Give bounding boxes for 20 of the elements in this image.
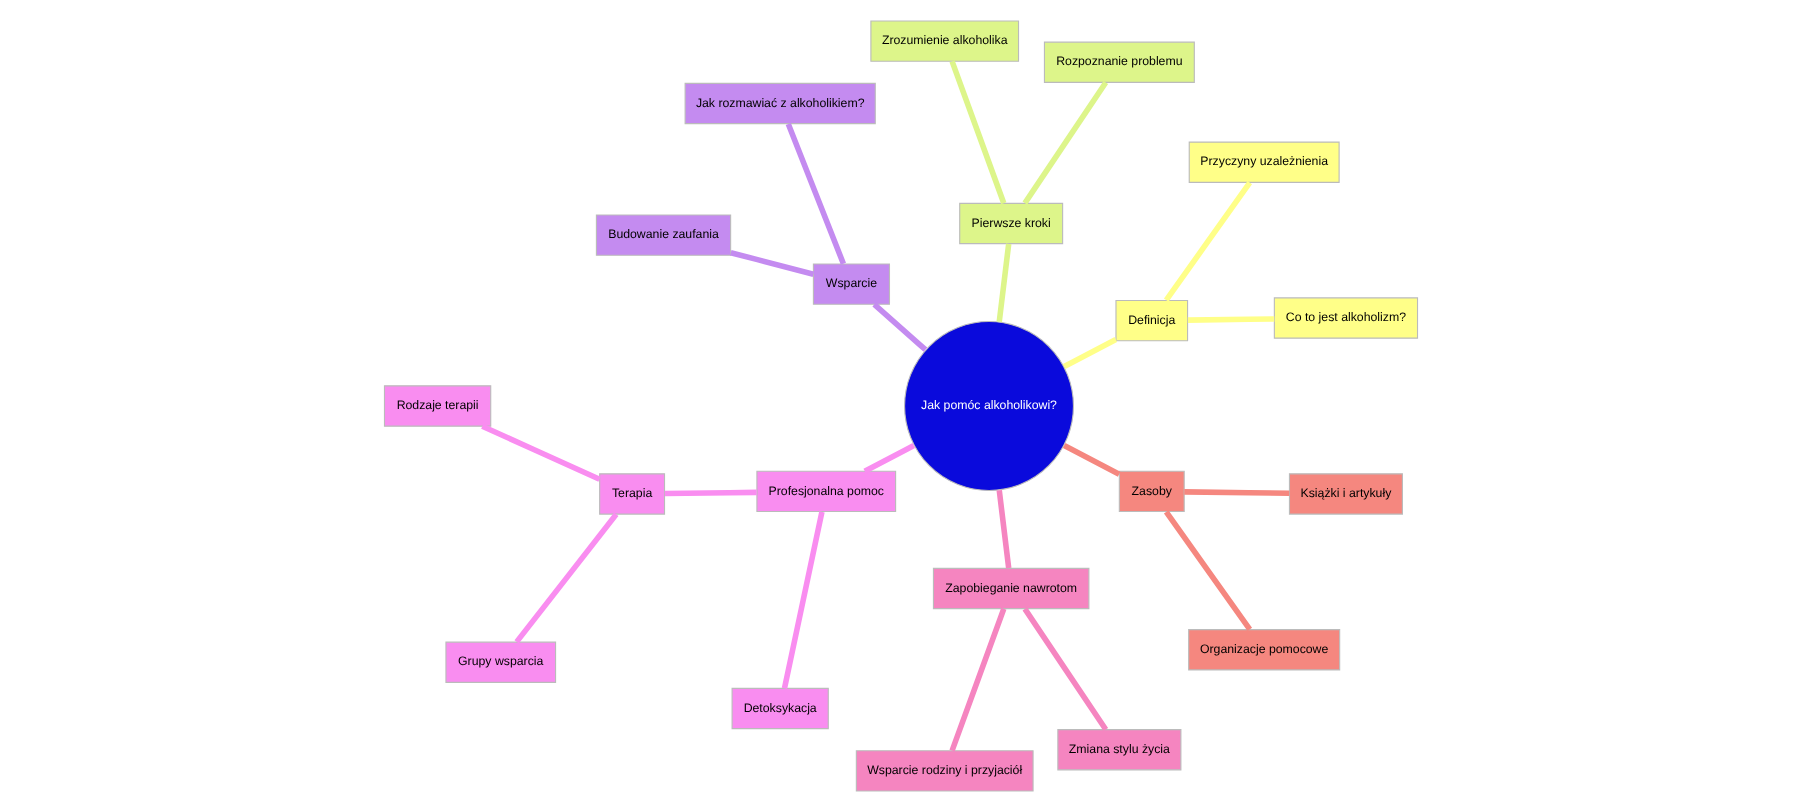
- connector: [1062, 443, 1121, 477]
- connector: [1022, 80, 1109, 205]
- connector: [730, 249, 815, 277]
- connector: [1163, 510, 1253, 632]
- connector: [1163, 180, 1253, 302]
- connector: [514, 512, 619, 644]
- connector: [1184, 489, 1290, 497]
- connector: [481, 423, 601, 482]
- connector: [1187, 316, 1275, 323]
- connector: [1022, 607, 1109, 732]
- connector: [996, 243, 1012, 323]
- connector: [781, 511, 825, 689]
- connector: [785, 123, 846, 265]
- connector: [996, 489, 1012, 569]
- connector: [949, 60, 1007, 205]
- connector: [863, 443, 916, 474]
- connector: [664, 489, 757, 497]
- connector: [872, 302, 928, 352]
- connector: [1062, 336, 1118, 369]
- connector: [949, 607, 1007, 752]
